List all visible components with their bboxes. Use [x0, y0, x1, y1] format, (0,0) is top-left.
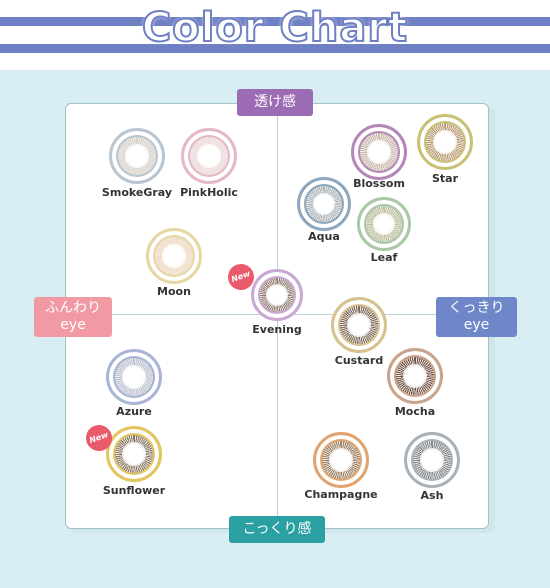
lens-pinkholic[interactable] [181, 128, 237, 184]
lens-image [404, 432, 460, 488]
lens-label-mocha: Mocha [394, 405, 436, 418]
lens-label-star: Star [431, 172, 459, 185]
lens-smokegray[interactable] [109, 128, 165, 184]
lens-custard[interactable] [331, 297, 387, 353]
lens-ash[interactable] [404, 432, 460, 488]
axis-label-right: くっきり eye [436, 297, 517, 337]
lens-highlight [347, 313, 371, 337]
lens-highlight [266, 284, 288, 306]
lens-highlight [197, 144, 221, 168]
lens-image [387, 348, 443, 404]
lens-highlight [367, 140, 391, 164]
lens-highlight [420, 448, 444, 472]
lens-blossom[interactable] [351, 124, 407, 180]
lens-label-blossom: Blossom [353, 177, 405, 190]
lens-label-custard: Custard [334, 354, 384, 367]
lens-label-leaf: Leaf [370, 251, 398, 264]
lens-highlight [125, 144, 149, 168]
header-stripe-bottom [0, 44, 550, 53]
lens-highlight [403, 364, 427, 388]
lens-mocha[interactable] [387, 348, 443, 404]
lens-champagne[interactable] [313, 432, 369, 488]
axis-label-left-line2: eye [60, 317, 86, 333]
axis-label-bottom: こっくり感 [229, 516, 325, 543]
lens-highlight [162, 244, 186, 268]
lens-highlight [372, 212, 396, 236]
axis-label-left: ふんわり eye [34, 297, 112, 337]
header: Color Chart [0, 0, 550, 70]
lens-highlight [329, 448, 353, 472]
lens-label-moon: Moon [157, 285, 191, 298]
lens-label-azure: Azure [116, 405, 152, 418]
lens-highlight [122, 442, 146, 466]
lens-sunflower[interactable] [106, 426, 162, 482]
lens-aqua[interactable] [297, 177, 351, 231]
lens-label-aqua: Aqua [308, 230, 340, 243]
lens-label-evening: Evening [252, 323, 302, 336]
lens-highlight [433, 130, 457, 154]
lens-image [146, 228, 202, 284]
lens-highlight [312, 192, 336, 216]
axis-label-left-line1: ふんわり [45, 300, 101, 316]
lens-leaf[interactable] [357, 197, 411, 251]
page-title: Color Chart [141, 4, 409, 52]
lens-highlight [122, 365, 146, 389]
lens-star[interactable] [417, 114, 473, 170]
lens-label-smokegray: SmokeGray [101, 186, 173, 199]
axis-label-right-line2: eye [463, 317, 490, 333]
lens-moon[interactable] [146, 228, 202, 284]
lens-azure[interactable] [106, 349, 162, 405]
lens-label-pinkholic: PinkHolic [180, 186, 238, 199]
lens-evening[interactable] [251, 269, 303, 321]
lens-image [351, 124, 407, 180]
axis-label-top: 透け感 [237, 89, 313, 116]
header-stripe-top [0, 17, 550, 26]
lens-label-sunflower: Sunflower [102, 484, 166, 497]
lens-label-ash: Ash [420, 489, 444, 502]
lens-label-champagne: Champagne [304, 488, 378, 501]
lens-image [109, 128, 165, 184]
axis-label-right-line1: くっきり [448, 300, 505, 316]
